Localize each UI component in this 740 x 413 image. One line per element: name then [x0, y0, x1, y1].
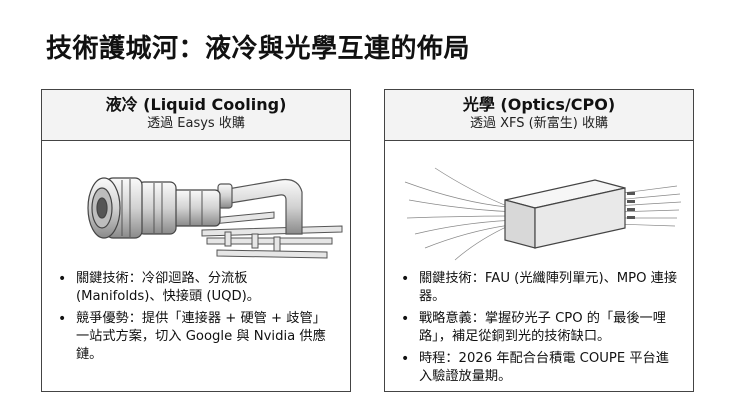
optics-panel: 光學 (Optics/CPO) 透過 XFS (新富生) 收購	[384, 89, 694, 392]
list-item: 戰略意義：掌握矽光子 CPO 的「最後一哩路」，補足從銅到光的技術缺口。	[399, 310, 679, 346]
list-item: 關鍵技術：冷卻迴路、分流板 (Manifolds)、快接頭 (UQD)。	[56, 270, 336, 306]
list-item: 關鍵技術：FAU (光纖陣列單元)、MPO 連接器。	[399, 270, 679, 306]
page-title: 技術護城河：液冷與光學互連的佈局	[46, 34, 471, 64]
list-item: 競爭優勢：提供「連接器 + 硬管 + 歧管」一站式方案，切入 Google 與 …	[56, 310, 336, 364]
liquid-cooling-panel: 液冷 (Liquid Cooling) 透過 Easys 收購	[41, 89, 351, 392]
liquid-cooling-heading: 液冷 (Liquid Cooling)	[105, 95, 287, 114]
liquid-cooling-bullet-list: 關鍵技術：冷卻迴路、分流板 (Manifolds)、快接頭 (UQD)。 競爭優…	[42, 270, 346, 368]
list-item: 時程：2026 年配合台積電 COUPE 平台進入驗證放量期。	[399, 350, 679, 386]
liquid-cooling-header: 液冷 (Liquid Cooling) 透過 Easys 收購	[42, 90, 350, 141]
optical-connector-fiber-icon	[404, 167, 682, 261]
optics-heading: 光學 (Optics/CPO)	[462, 95, 616, 114]
optics-subheading: 透過 XFS (新富生) 收購	[470, 116, 608, 131]
liquid-cooling-connector-icon	[87, 177, 343, 259]
optics-bullet-list: 關鍵技術：FAU (光纖陣列單元)、MPO 連接器。 戰略意義：掌握矽光子 CP…	[385, 270, 689, 390]
liquid-cooling-subheading: 透過 Easys 收購	[147, 116, 245, 131]
optics-header: 光學 (Optics/CPO) 透過 XFS (新富生) 收購	[385, 90, 693, 141]
